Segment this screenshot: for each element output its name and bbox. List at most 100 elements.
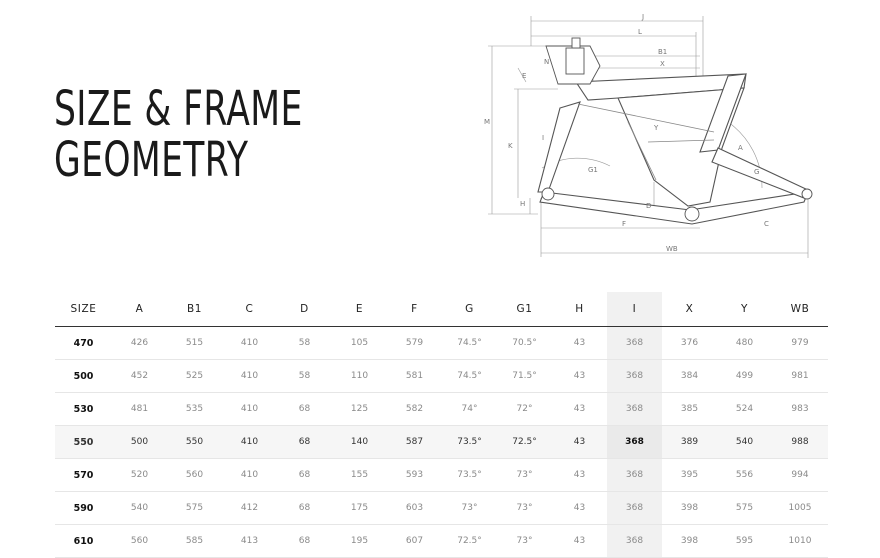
column-header: I <box>607 292 662 327</box>
table-cell: 524 <box>717 392 772 426</box>
table-cell: 1005 <box>772 491 828 525</box>
table-cell: 72.5° <box>497 425 552 459</box>
dim-label: B1 <box>658 48 667 56</box>
table-cell: 43 <box>552 524 607 558</box>
dim-label: M <box>484 118 490 126</box>
table-cell: 395 <box>662 458 717 492</box>
column-header: B1 <box>167 292 222 327</box>
table-cell: 68 <box>277 392 332 426</box>
table-cell: 575 <box>167 491 222 525</box>
table-cell: 983 <box>772 392 828 426</box>
table-cell: 43 <box>552 491 607 525</box>
table-cell: 389 <box>662 425 717 459</box>
table-cell: 72.5° <box>442 524 497 558</box>
column-header: G <box>442 292 497 327</box>
table-cell: 368 <box>607 326 662 360</box>
table-cell: 58 <box>277 359 332 393</box>
table-cell: 540 <box>112 491 167 525</box>
table-cell: 68 <box>277 425 332 459</box>
column-header: G1 <box>497 292 552 327</box>
table-cell: 68 <box>277 491 332 525</box>
dim-label: J <box>641 13 644 21</box>
table-cell: 368 <box>607 392 662 426</box>
table-cell: 581 <box>387 359 442 393</box>
table-cell: 412 <box>222 491 277 525</box>
size-cell: 590 <box>55 491 112 525</box>
table-cell: 981 <box>772 359 828 393</box>
dim-label: C <box>764 220 769 228</box>
table-cell: 43 <box>552 392 607 426</box>
table-cell: 68 <box>277 458 332 492</box>
dim-label: WB <box>666 245 678 253</box>
dim-label: G <box>754 168 759 176</box>
table-cell: 410 <box>222 359 277 393</box>
table-cell: 74.5° <box>442 359 497 393</box>
table-cell: 73.5° <box>442 458 497 492</box>
dim-label: Y <box>653 124 659 132</box>
table-cell: 125 <box>332 392 387 426</box>
table-cell: 979 <box>772 326 828 360</box>
table-cell: 72° <box>497 392 552 426</box>
page-title-line-2: GEOMETRY <box>54 132 249 188</box>
column-header: SIZE <box>55 292 112 327</box>
table-cell: 603 <box>387 491 442 525</box>
table-cell: 58 <box>277 326 332 360</box>
dim-label: X <box>660 60 665 68</box>
table-cell: 70.5° <box>497 326 552 360</box>
dim-label: D <box>646 202 651 210</box>
table-cell: 68 <box>277 524 332 558</box>
table-cell: 73° <box>497 458 552 492</box>
dim-label: H <box>520 200 525 208</box>
table-cell: 579 <box>387 326 442 360</box>
table-cell: 499 <box>717 359 772 393</box>
dim-label: A <box>738 144 743 152</box>
table-cell: 560 <box>167 458 222 492</box>
page-title-line-1: SIZE & FRAME <box>54 81 303 137</box>
dim-label: I <box>542 134 544 142</box>
size-cell: 570 <box>55 458 112 492</box>
table-cell: 525 <box>167 359 222 393</box>
table-cell: 73.5° <box>442 425 497 459</box>
table-cell: 988 <box>772 425 828 459</box>
table-cell: 480 <box>717 326 772 360</box>
table-cell: 1010 <box>772 524 828 558</box>
table-cell: 384 <box>662 359 717 393</box>
table-cell: 105 <box>332 326 387 360</box>
table-cell: 368 <box>607 359 662 393</box>
size-cell: 530 <box>55 392 112 426</box>
dim-label: F <box>622 220 626 228</box>
table-cell: 155 <box>332 458 387 492</box>
column-header: D <box>277 292 332 327</box>
column-header: C <box>222 292 277 327</box>
table-cell: 587 <box>387 425 442 459</box>
table-header-row: SIZE A B1 C D E F G G1 H I X Y WB <box>55 292 828 327</box>
dim-label: K <box>508 142 513 150</box>
table-cell: 426 <box>112 326 167 360</box>
column-header: X <box>662 292 717 327</box>
column-header: Y <box>717 292 772 327</box>
table-cell: 175 <box>332 491 387 525</box>
column-header: WB <box>772 292 828 327</box>
table-cell: 43 <box>552 458 607 492</box>
column-header: F <box>387 292 442 327</box>
table-cell: 582 <box>387 392 442 426</box>
size-cell: 610 <box>55 524 112 558</box>
table-cell: 560 <box>112 524 167 558</box>
table-cell: 368 <box>607 491 662 525</box>
table-cell: 515 <box>167 326 222 360</box>
table-cell: 595 <box>717 524 772 558</box>
table-cell: 575 <box>717 491 772 525</box>
dim-label: N <box>544 58 549 66</box>
table-cell: 535 <box>167 392 222 426</box>
dim-label: E <box>522 72 526 80</box>
table-cell: 452 <box>112 359 167 393</box>
table-cell: 607 <box>387 524 442 558</box>
